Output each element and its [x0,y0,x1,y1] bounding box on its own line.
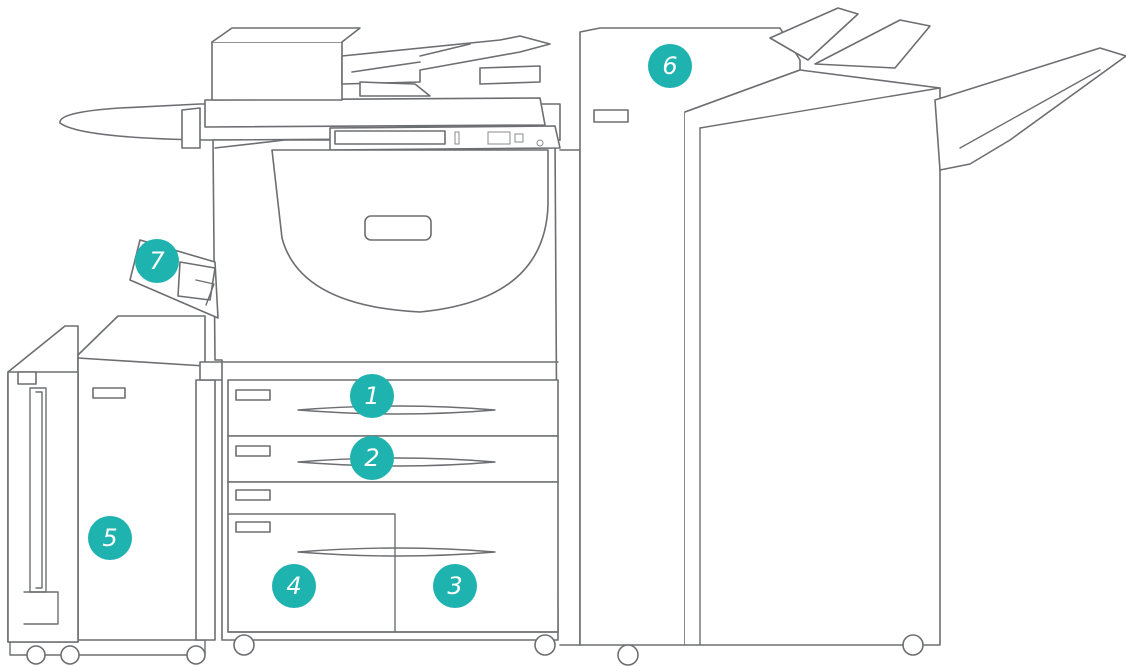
callout-6-label: 6 [662,52,677,80]
callout-4: 4 [272,564,316,608]
callout-2: 2 [350,436,394,480]
high-capacity-feeder [8,316,225,664]
callout-7-label: 7 [149,247,165,275]
callout-7: 7 [135,239,179,283]
callout-5-label: 5 [102,524,117,552]
callout-3: 3 [433,564,477,608]
finisher [560,8,1126,665]
callout-1-label: 1 [364,382,379,410]
callout-3-label: 3 [447,572,462,600]
callout-6: 6 [648,44,692,88]
callout-5: 5 [88,516,132,560]
callout-2-label: 2 [364,444,379,472]
callout-1: 1 [350,374,394,418]
callout-4-label: 4 [286,572,301,600]
